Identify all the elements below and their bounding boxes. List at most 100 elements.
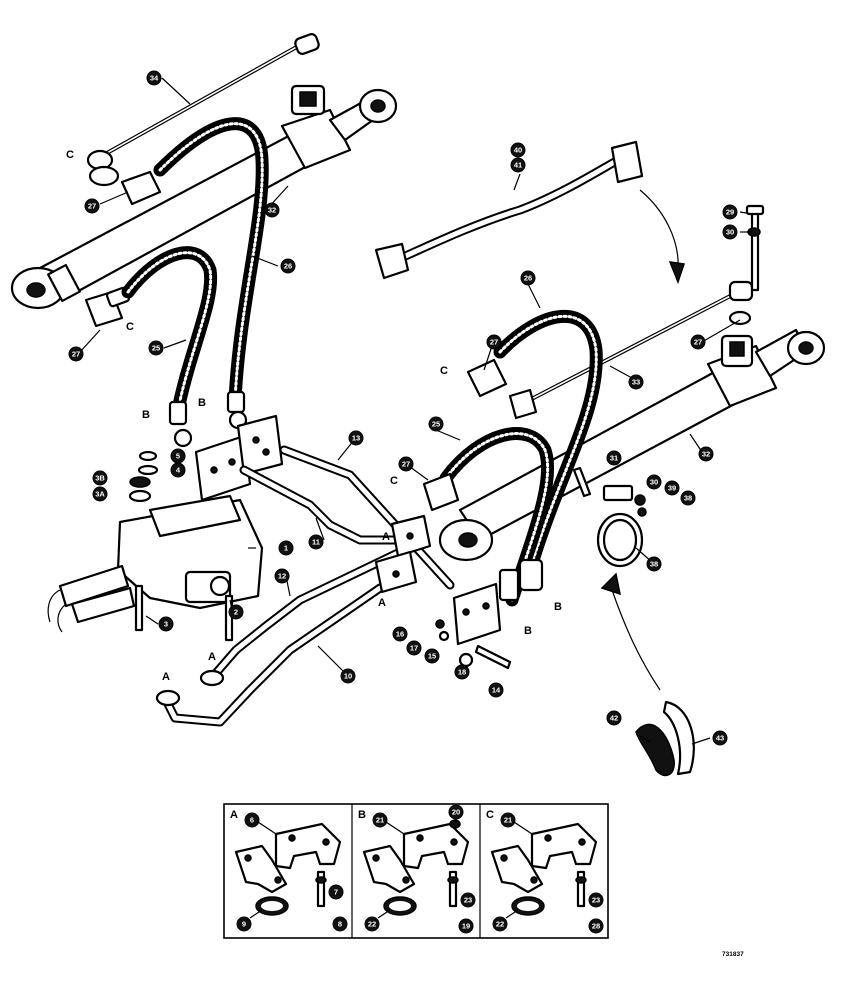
label-a: A bbox=[208, 651, 216, 663]
callout-12: 12 bbox=[274, 568, 290, 584]
callout-30: 30 bbox=[646, 474, 662, 490]
callout-25: 25 bbox=[148, 340, 164, 356]
svg-text:22: 22 bbox=[368, 920, 376, 929]
svg-text:2: 2 bbox=[234, 608, 238, 617]
svg-text:26: 26 bbox=[284, 262, 292, 271]
callout-16: 16 bbox=[392, 626, 408, 642]
callout-3b: 3B bbox=[92, 470, 108, 486]
inset-a: A 6 7 8 9 bbox=[230, 809, 348, 932]
svg-text:4: 4 bbox=[176, 466, 181, 475]
callout-27: 27 bbox=[398, 456, 414, 472]
svg-text:27: 27 bbox=[694, 338, 702, 347]
letter-labels: C C C C B B B B A A A A bbox=[66, 149, 562, 683]
label-b: B bbox=[142, 409, 150, 421]
label-b: B bbox=[198, 397, 206, 409]
elbow-fitting-27-right-b bbox=[422, 472, 460, 512]
callout-26: 26 bbox=[280, 258, 296, 274]
callout-18: 18 bbox=[454, 664, 470, 680]
svg-text:6: 6 bbox=[250, 816, 254, 825]
svg-text:3: 3 bbox=[164, 620, 168, 629]
callout-27: 27 bbox=[690, 334, 706, 350]
label-c: C bbox=[126, 321, 134, 333]
callouts: 34 27 32 26 27 25 40 41 29 30 26 27 33 3… bbox=[68, 70, 738, 746]
svg-text:21: 21 bbox=[376, 816, 384, 825]
svg-text:38: 38 bbox=[650, 560, 658, 569]
svg-text:30: 30 bbox=[726, 228, 734, 237]
svg-text:7: 7 bbox=[334, 888, 338, 897]
svg-text:27: 27 bbox=[402, 460, 410, 469]
callout-26: 26 bbox=[520, 270, 536, 286]
svg-text:34: 34 bbox=[150, 74, 159, 83]
svg-text:12: 12 bbox=[278, 572, 286, 581]
callout-13: 13 bbox=[348, 430, 364, 446]
right-cylinder-assembly bbox=[374, 140, 826, 607]
label-b: B bbox=[554, 601, 562, 613]
svg-text:27: 27 bbox=[88, 202, 96, 211]
inset-b-callout-19: 19 bbox=[458, 918, 474, 934]
left-cylinder-assembly bbox=[10, 33, 398, 448]
inset-a-callout-7: 7 bbox=[328, 884, 344, 900]
detail-insets: A 6 7 8 9 B 21 bbox=[223, 803, 609, 939]
svg-text:18: 18 bbox=[458, 668, 466, 677]
inset-b-callout-21: 21 bbox=[372, 812, 388, 828]
callout-25: 25 bbox=[428, 416, 444, 432]
callout-27: 27 bbox=[84, 198, 100, 214]
inset-c-callout-22: 22 bbox=[492, 916, 508, 932]
svg-text:40: 40 bbox=[514, 146, 522, 155]
inset-frame bbox=[223, 803, 609, 939]
inset-a-callout-6: 6 bbox=[244, 812, 260, 828]
svg-text:13: 13 bbox=[352, 434, 360, 443]
label-c: C bbox=[66, 149, 74, 161]
callout-39: 39 bbox=[664, 480, 680, 496]
svg-text:5: 5 bbox=[176, 452, 180, 461]
callout-27: 27 bbox=[68, 346, 84, 362]
svg-text:9: 9 bbox=[242, 920, 246, 929]
grease-gun-42 bbox=[635, 723, 675, 777]
svg-text:41: 41 bbox=[514, 161, 522, 170]
callout-38: 38 bbox=[680, 490, 696, 506]
callout-2: 2 bbox=[228, 604, 244, 620]
svg-text:29: 29 bbox=[726, 208, 734, 217]
label-a: A bbox=[378, 597, 386, 609]
callout-33: 33 bbox=[628, 374, 644, 390]
label-b: B bbox=[524, 625, 532, 637]
svg-text:30: 30 bbox=[650, 478, 658, 487]
tube-40-flange bbox=[610, 140, 644, 184]
inset-b-callout-23: 23 bbox=[460, 892, 476, 908]
svg-text:14: 14 bbox=[492, 686, 501, 695]
svg-text:22: 22 bbox=[496, 920, 504, 929]
svg-text:32: 32 bbox=[268, 206, 276, 215]
svg-text:C: C bbox=[486, 809, 494, 821]
callout-36: 38 bbox=[646, 556, 662, 572]
inset-c-callout-28: 28 bbox=[588, 918, 604, 934]
callout-17: 17 bbox=[406, 640, 422, 656]
callout-29: 29 bbox=[722, 204, 738, 220]
svg-text:1: 1 bbox=[284, 544, 288, 553]
svg-text:23: 23 bbox=[464, 896, 472, 905]
inset-c-callout-21: 21 bbox=[500, 812, 516, 828]
inset-a-callout-9: 9 bbox=[236, 916, 252, 932]
callout-41: 41 bbox=[510, 157, 526, 173]
svg-text:3B: 3B bbox=[95, 474, 105, 483]
callout-32: 32 bbox=[698, 446, 714, 462]
svg-text:38: 38 bbox=[684, 494, 692, 503]
svg-text:39: 39 bbox=[668, 484, 676, 493]
svg-text:25: 25 bbox=[432, 420, 440, 429]
svg-text:26: 26 bbox=[524, 274, 532, 283]
svg-text:23: 23 bbox=[592, 896, 600, 905]
svg-text:42: 42 bbox=[610, 714, 618, 723]
bracket-lower-right bbox=[452, 582, 502, 646]
svg-text:33: 33 bbox=[632, 378, 640, 387]
callout-3a: 3A bbox=[92, 486, 108, 502]
label-a: A bbox=[382, 531, 390, 543]
callout-30: 30 bbox=[722, 224, 738, 240]
bracket-left bbox=[194, 434, 252, 502]
callout-5: 5 bbox=[170, 448, 186, 464]
inset-a-callout-8: 8 bbox=[332, 916, 348, 932]
svg-text:31: 31 bbox=[610, 454, 618, 463]
svg-text:11: 11 bbox=[312, 538, 320, 547]
svg-text:21: 21 bbox=[504, 816, 512, 825]
label-c: C bbox=[440, 365, 448, 377]
svg-text:27: 27 bbox=[72, 350, 80, 359]
